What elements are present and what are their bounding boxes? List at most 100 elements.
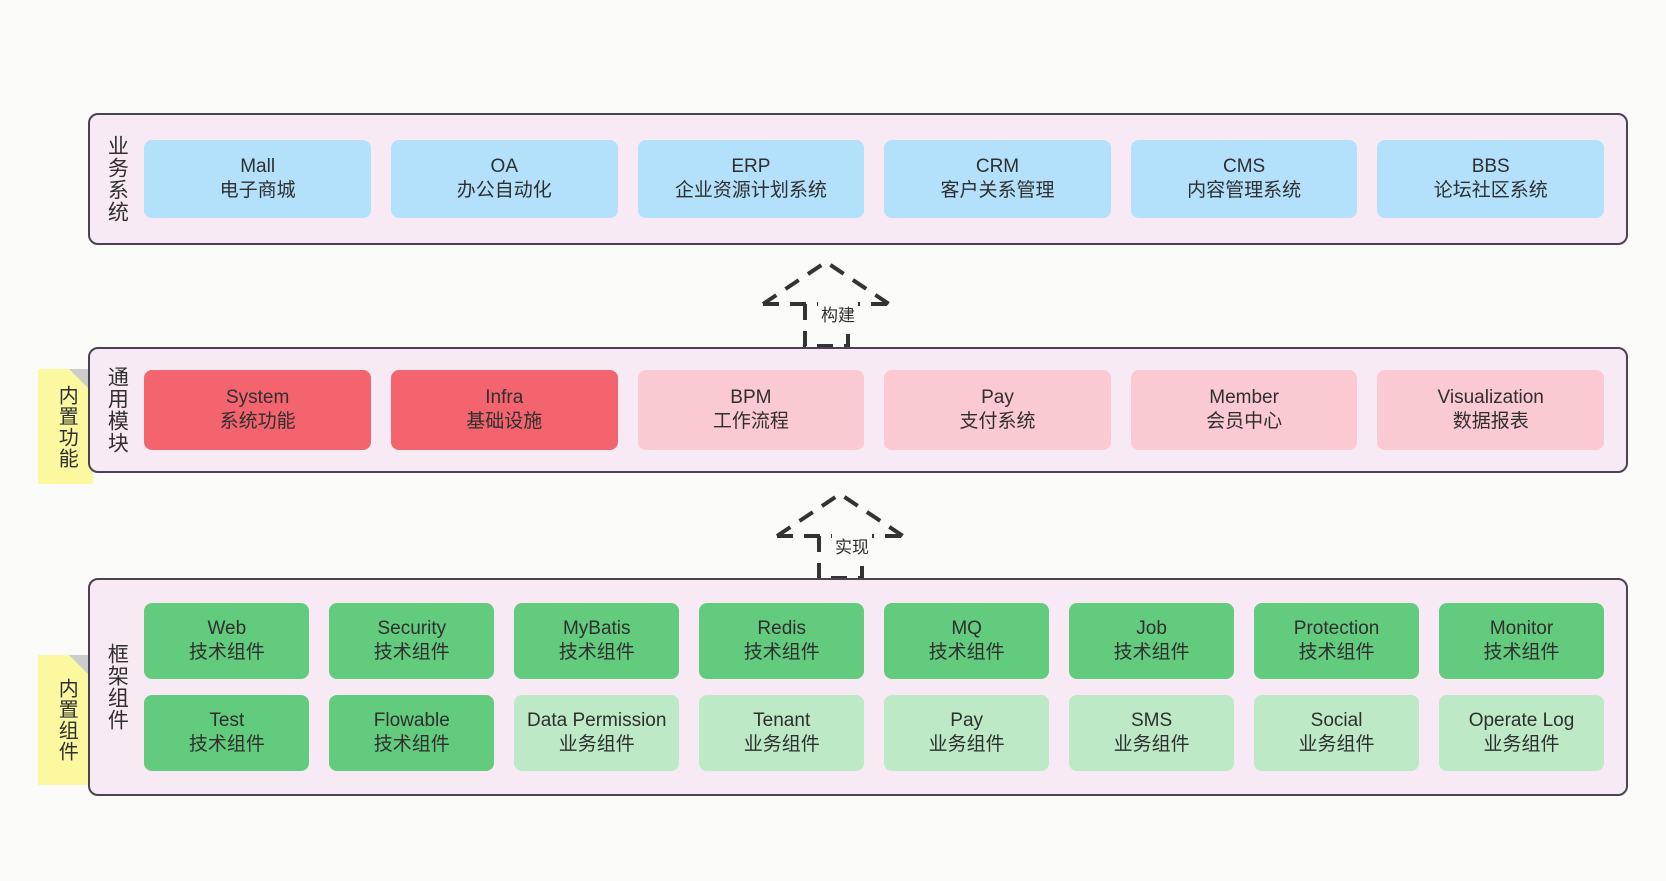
card-desc: 技术组件 [188,642,265,663]
card-desc: 技术组件 [743,642,820,663]
card-desc: 业务组件 [1483,734,1560,755]
module-card-system[interactable]: System 系统功能 [144,370,371,450]
layer-framework-components: 框架组件 Web 技术组件 Security 技术组件 MyBatis 技术组件… [88,578,1628,796]
layer-body-business-system: Mall 电子商城 OA 办公自动化 ERP 企业资源计划系统 CRM 客户关系… [136,140,1626,218]
card-desc: 技术组件 [1113,642,1190,663]
connector-build-label: 构建 [818,300,858,327]
card-name: OA [490,155,518,177]
card-desc: 数据报表 [1452,411,1529,432]
framework-card-security[interactable]: Security 技术组件 [329,603,495,679]
framework-card-mq[interactable]: MQ 技术组件 [884,603,1050,679]
card-name: SMS [1131,709,1173,731]
module-card-row: System 系统功能 Infra 基础设施 BPM 工作流程 Pay 支付系统… [144,370,1605,450]
note-builtin-features-label: 内置功能 [55,384,78,469]
framework-card-row-business: Test 技术组件 Flowable 技术组件 Data Permission … [144,695,1604,771]
framework-card-flowable[interactable]: Flowable 技术组件 [329,695,495,771]
framework-card-test[interactable]: Test 技术组件 [144,695,310,771]
card-name: Pay [981,386,1014,408]
business-card-crm[interactable]: CRM 客户关系管理 [884,140,1111,218]
card-desc: 客户关系管理 [940,180,1055,201]
framework-card-tenant[interactable]: Tenant 业务组件 [699,695,865,771]
card-name: BPM [730,386,772,408]
card-desc: 业务组件 [1298,734,1375,755]
module-card-infra[interactable]: Infra 基础设施 [390,370,618,450]
card-desc: 论坛社区系统 [1433,180,1548,201]
framework-card-sms[interactable]: SMS 业务组件 [1069,695,1235,771]
card-name: Operate Log [1468,709,1575,731]
card-desc: 技术组件 [373,642,450,663]
framework-card-mybatis[interactable]: MyBatis 技术组件 [514,603,680,679]
connector-implement: 实现 [772,490,942,582]
framework-card-redis[interactable]: Redis 技术组件 [699,603,865,679]
framework-card-data-permission[interactable]: Data Permission 业务组件 [514,695,680,771]
framework-card-social[interactable]: Social 业务组件 [1254,695,1420,771]
card-name: Pay [950,709,984,731]
card-desc: 业务组件 [928,734,1005,755]
module-card-bpm[interactable]: BPM 工作流程 [637,370,865,450]
business-card-mall[interactable]: Mall 电子商城 [144,140,371,218]
note-builtin-features: 内置功能 [38,369,93,484]
card-name: Member [1209,386,1279,408]
card-desc: 电子商城 [219,180,296,201]
card-desc: 技术组件 [373,734,450,755]
module-card-member[interactable]: Member 会员中心 [1130,370,1358,450]
card-name: Test [209,709,245,731]
business-card-bbs[interactable]: BBS 论坛社区系统 [1377,140,1605,218]
framework-card-operate-log[interactable]: Operate Log 业务组件 [1439,695,1604,771]
framework-card-pay[interactable]: Pay 业务组件 [884,695,1050,771]
card-name: System [225,386,290,408]
framework-card-web[interactable]: Web 技术组件 [144,603,310,679]
framework-card-protection[interactable]: Protection 技术组件 [1254,603,1420,679]
card-name: Visualization [1437,386,1544,408]
layer-business-system: 业务系统 Mall 电子商城 OA 办公自动化 ERP 企业资源计划系统 CRM… [88,113,1628,245]
card-name: Protection [1293,617,1380,639]
card-name: Data Permission [527,709,667,731]
card-desc: 内容管理系统 [1187,180,1302,201]
framework-card-row-technical: Web 技术组件 Security 技术组件 MyBatis 技术组件 Redi… [144,603,1604,679]
layer-title-business-system: 业务系统 [105,135,129,223]
module-card-pay[interactable]: Pay 支付系统 [884,370,1111,450]
card-desc: 技术组件 [188,734,265,755]
card-desc: 技术组件 [1298,642,1375,663]
card-name: BBS [1471,155,1510,177]
card-desc: 会员中心 [1206,411,1283,432]
business-card-row: Mall 电子商城 OA 办公自动化 ERP 企业资源计划系统 CRM 客户关系… [144,140,1605,218]
business-card-cms[interactable]: CMS 内容管理系统 [1130,140,1358,218]
framework-card-monitor[interactable]: Monitor 技术组件 [1439,603,1604,679]
module-card-visualization[interactable]: Visualization 数据报表 [1377,370,1605,450]
card-desc: 业务组件 [743,734,820,755]
card-name: Security [377,617,447,639]
card-name: CRM [975,155,1020,177]
card-desc: 系统功能 [219,411,296,432]
card-desc: 技术组件 [1483,642,1560,663]
card-desc: 办公自动化 [456,180,552,201]
card-desc: 支付系统 [959,411,1036,432]
card-name: ERP [731,155,771,177]
card-name: Tenant [753,709,811,731]
card-name: Flowable [373,709,450,731]
layer-body-framework-components: Web 技术组件 Security 技术组件 MyBatis 技术组件 Redi… [136,603,1626,771]
card-desc: 技术组件 [558,642,635,663]
note-builtin-components: 内置组件 [38,655,93,785]
connector-implement-label: 实现 [832,532,872,559]
business-card-oa[interactable]: OA 办公自动化 [390,140,618,218]
layer-title-framework-components: 框架组件 [105,643,129,731]
card-name: CMS [1222,155,1266,177]
card-name: Infra [485,386,524,408]
card-desc: 基础设施 [466,411,543,432]
card-desc: 技术组件 [928,642,1005,663]
business-card-erp[interactable]: ERP 企业资源计划系统 [637,140,865,218]
card-desc: 工作流程 [712,411,789,432]
layer-title-common-modules: 通用模块 [105,366,129,454]
layer-common-modules: 通用模块 System 系统功能 Infra 基础设施 BPM 工作流程 Pay… [88,347,1628,473]
card-name: Redis [757,617,806,639]
note-builtin-components-label: 内置组件 [55,678,78,762]
framework-card-job[interactable]: Job 技术组件 [1069,603,1235,679]
card-name: Social [1310,709,1363,731]
card-desc: 业务组件 [558,734,635,755]
card-name: MyBatis [562,617,631,639]
layer-body-common-modules: System 系统功能 Infra 基础设施 BPM 工作流程 Pay 支付系统… [136,370,1626,450]
connector-build: 构建 [758,258,928,350]
card-name: Web [207,617,247,639]
card-name: Mall [240,155,276,177]
